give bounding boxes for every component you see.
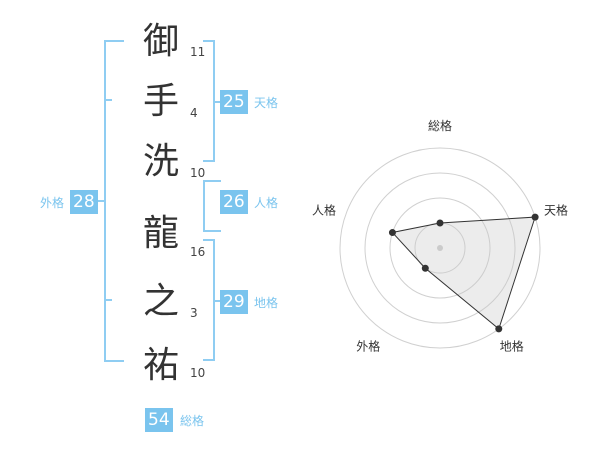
radar-axis-label-3: 地格 — [500, 339, 524, 354]
tenkaku-bracket-connector — [213, 101, 221, 103]
jinkaku-badge: 26 — [220, 190, 248, 214]
gaikaku-badge: 28 — [70, 190, 98, 214]
radar-axis-label-1: 総格 — [428, 118, 452, 133]
chikaku-label: 地格 — [254, 296, 279, 310]
name-char-3: 洗 — [142, 141, 179, 182]
radar-ring-2 — [389, 197, 491, 299]
radar-center-dot — [437, 245, 443, 251]
radar-axis-label-4: 外格 — [356, 339, 380, 354]
jinkaku-bracket — [203, 180, 221, 232]
stroke-count-5: 3 — [190, 306, 198, 320]
stroke-count-6: 10 — [190, 366, 206, 380]
stroke-count-1: 11 — [190, 45, 206, 59]
stroke-count-3: 10 — [190, 166, 206, 180]
jinkaku-label: 人格 — [254, 196, 279, 210]
radar-polygon — [391, 216, 536, 330]
radar-point-3 — [495, 325, 503, 333]
gaikaku-label: 外格 — [40, 196, 65, 210]
chikaku-bracket-connector — [213, 300, 221, 302]
name-char-5: 之 — [142, 281, 179, 322]
stroke-count-4: 16 — [190, 245, 206, 259]
name-char-2: 手 — [142, 81, 179, 122]
gaikaku-bracket-tick-2 — [104, 299, 112, 301]
chikaku-badge: 29 — [220, 290, 248, 314]
name-char-4: 龍 — [142, 213, 179, 254]
radar-point-2 — [531, 213, 539, 221]
radar-rings — [339, 147, 541, 349]
radar-point-5 — [388, 229, 396, 237]
soukaku-label: 総格 — [180, 414, 205, 428]
tenkaku-badge: 25 — [220, 90, 248, 114]
stroke-count-2: 4 — [190, 106, 198, 120]
radar-ring-3 — [364, 172, 516, 324]
radar-axis-label-5: 人格 — [312, 202, 336, 217]
tenkaku-label: 天格 — [254, 96, 279, 110]
radar-shape — [388, 213, 539, 333]
radar-point-1 — [436, 219, 444, 227]
radar-point-4 — [421, 264, 429, 272]
gaikaku-bracket-connector — [98, 200, 106, 202]
radar-ring-4 — [339, 147, 541, 349]
name-char-6: 祐 — [142, 345, 179, 386]
soukaku-badge: 54 — [145, 408, 173, 432]
radar-axis-label-2: 天格 — [544, 202, 568, 217]
gaikaku-bracket-tick-1 — [104, 99, 112, 101]
name-char-1: 御 — [142, 21, 179, 62]
